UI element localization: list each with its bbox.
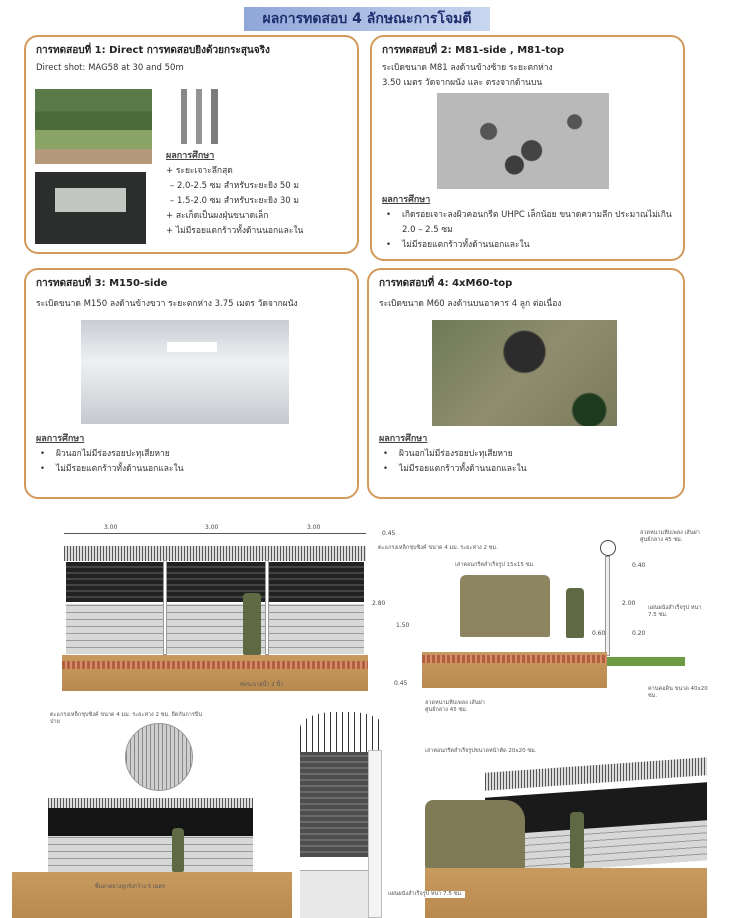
dimension: 1.50 bbox=[396, 622, 410, 629]
results-block: ผลการศึกษา + ระยะเจาะลึกสุด – 2.0-2.5 ซม… bbox=[166, 149, 351, 239]
crater-photo bbox=[437, 93, 609, 189]
dimension: 3.00 bbox=[307, 524, 321, 531]
wire-label: ลวดหนามหีบเพลง เส้นผ่าศูนย์กลาง 45 ซม. bbox=[640, 530, 700, 543]
test-card-3: การทดสอบที่ 3: M150-side ระเบิดขนาด M150… bbox=[24, 268, 359, 499]
soldier-figure bbox=[570, 812, 584, 868]
dimension: 0.60 bbox=[592, 630, 606, 637]
test-card-1: การทดสอบที่ 1: Direct การทดสอบยิงด้วยกระ… bbox=[24, 35, 359, 254]
result-item: + ระยะเจาะลึกสุด bbox=[166, 166, 233, 176]
dimension: 0.45 bbox=[382, 530, 396, 537]
dimension: 3.00 bbox=[104, 524, 118, 531]
page-title: ผลการทดสอบ 4 ลักษณะการโจมตี bbox=[244, 7, 490, 31]
mesh-label: ตะแกรงเหล็กชุบซิงค์ ขนาด 4 มม. ระยะห่าง … bbox=[378, 545, 498, 551]
results-heading: ผลการศึกษา bbox=[379, 434, 428, 444]
card-desc: ระเบิดขนาด M60 ลงด้านบนอาคาร 4 ลูก ต่อเน… bbox=[379, 299, 562, 309]
dimension: 3.00 bbox=[205, 524, 219, 531]
result-item: เกิดรอยเจาะลงผิวคอนกรีต UHPC เล็กน้อย ขน… bbox=[382, 208, 672, 238]
results-heading: ผลการศึกษา bbox=[166, 151, 215, 161]
result-item: + สะเก็ดเป็นผงฝุ่นขนาดเล็ก bbox=[166, 211, 269, 221]
test-card-2: การทดสอบที่ 2: M81-side , M81-top ระเบิด… bbox=[370, 35, 685, 261]
result-item: + ไม่มีรอยแตกร้าวทั้งด้านนอกและใน bbox=[166, 226, 304, 236]
dimension: 0.20 bbox=[632, 630, 646, 637]
panel2-label: แผ่นผนังสำเร็จรูป หนา 7.5 ซม. bbox=[386, 891, 465, 898]
dimension: 0.45 bbox=[394, 680, 408, 687]
result-item: ไม่มีรอยแตกร้าวทั้งด้านนอกและใน bbox=[382, 238, 672, 253]
bullet-diagram bbox=[166, 89, 231, 144]
card-desc: Direct shot: MAG58 at 30 and 50m bbox=[36, 63, 184, 73]
aerial-blast-photo bbox=[432, 320, 617, 426]
result-item: ไม่มีรอยแตกร้าวทั้งด้านนอกและใน bbox=[379, 462, 679, 477]
panel-label: แผ่นผนังสำเร็จรูป หนา 7.5 ซม. bbox=[648, 605, 702, 618]
card-title: การทดสอบที่ 1: Direct การทดสอบยิงด้วยกระ… bbox=[36, 45, 270, 56]
dimension: 0.40 bbox=[632, 562, 646, 569]
drain-label: ท่อระบายน้ำ 2 นิ้ว bbox=[240, 682, 284, 688]
mesh2-label: ตะแกรงเหล็กชุบซิงค์ ขนาด 4 มม. ระยะห่าง … bbox=[50, 712, 203, 725]
humvee-side bbox=[425, 800, 525, 872]
result-item: ผิวนอกไม่มีร่องรอยปะทุเสียหาย bbox=[379, 447, 679, 462]
dimension: 2.80 bbox=[372, 600, 386, 607]
card-desc: ระเบิดขนาด M150 ลงด้านข้างขวา ระยะตกห่าง… bbox=[36, 299, 298, 309]
post-label: เสาคอนกรีตสำเร็จรูป 15x15 ซม. bbox=[455, 562, 535, 568]
target-wall-photo bbox=[35, 172, 146, 244]
result-item: ผิวนอกไม่มีร่องรอยปะทุเสียหาย bbox=[36, 447, 336, 462]
card-title: การทดสอบที่ 4: 4xM60-top bbox=[379, 278, 513, 289]
post2-label: เสาคอนกรีตสำเร็จรูปขนาดหน้าตัด 20x20 ซม. bbox=[425, 748, 537, 754]
card-title: การทดสอบที่ 2: M81-side , M81-top bbox=[382, 45, 565, 56]
beam-label: คานคอดิน ขนาด 40x20 ซม. bbox=[648, 686, 708, 699]
firing-range-photo bbox=[35, 89, 152, 164]
detail-zoom-circle bbox=[125, 723, 193, 791]
card-title: การทดสอบที่ 3: M150-side bbox=[36, 278, 168, 289]
result-item: ไม่มีรอยแตกร้าวทั้งด้านนอกและใน bbox=[36, 462, 336, 477]
result-item: – 1.5-2.0 ซม สำหรับระยะยิง 30 ม bbox=[170, 196, 299, 206]
blast-room-photo bbox=[81, 320, 289, 424]
results-heading: ผลการศึกษา bbox=[382, 195, 431, 205]
soldier-figure bbox=[172, 828, 184, 872]
soldier-figure bbox=[566, 588, 584, 638]
card-desc: ระเบิดขนาด M81 ลงด้านข้างซ้าย ระยะตกห่าง bbox=[382, 63, 553, 73]
humvee-front bbox=[460, 575, 550, 637]
dimension: 2.00 bbox=[622, 600, 636, 607]
result-item: – 2.0-2.5 ซม สำหรับระยะยิง 50 ม bbox=[170, 181, 299, 191]
wire-label: ลวดหนามหีบเพลง เส้นผ่าศูนย์กลาง 45 ซม. bbox=[425, 700, 485, 713]
card-desc: 3.50 เมตร วัดจากผนัง และ ตรงจากด้านบน bbox=[382, 78, 543, 88]
test-card-4: การทดสอบที่ 4: 4xM60-top ระเบิดขนาด M60 … bbox=[367, 268, 685, 499]
results-heading: ผลการศึกษา bbox=[36, 434, 85, 444]
soldier-figure bbox=[243, 593, 261, 655]
road-label: พื้นลาดยางลูกรังกว้าง 5 เมตร bbox=[95, 884, 165, 890]
